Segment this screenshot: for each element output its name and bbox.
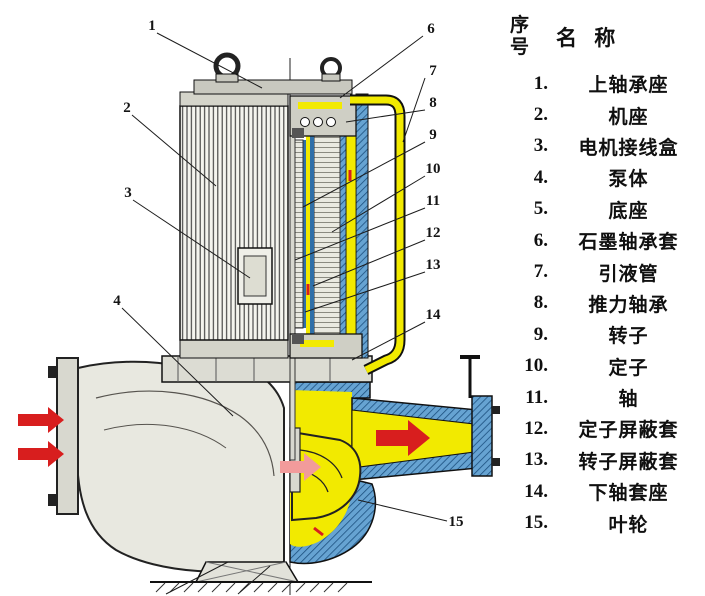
flow-direction-marks: [306, 170, 352, 537]
part-number: 3.: [533, 135, 548, 157]
legend-row: 6. 石墨轴承套: [504, 225, 702, 256]
part-number: 8.: [533, 292, 548, 314]
callout-number-3: 3: [124, 185, 132, 201]
part-number: 12.: [524, 417, 548, 439]
part-name: 定子: [608, 357, 649, 379]
callout-leader-lines: [121, 32, 448, 595]
pump-cross-section-diagram: 1 2 3 4 6 7 8 9 10 11 12 13 14 15: [18, 18, 500, 595]
legend-row: 11. 轴: [504, 382, 702, 413]
inlet-arrow-top: [18, 407, 64, 433]
inlet-flow-arrows: [18, 407, 64, 467]
part-name: 石墨轴承套: [578, 232, 679, 254]
legend-name-column-header: 名 称: [556, 26, 622, 50]
callout-number-14: 14: [426, 307, 442, 323]
discharge-nozzle: [351, 355, 500, 481]
part-number: 1.: [533, 72, 548, 94]
legend-row: 2. 机座: [504, 99, 702, 130]
part-number: 6.: [533, 229, 548, 251]
motor-section-cutaway: [289, 93, 369, 461]
graphite-bearing-sleeve-upper: [292, 128, 304, 138]
inlet-arrow-bottom: [18, 441, 64, 467]
motor-jacket-wall: [355, 93, 369, 359]
part-number: 5.: [533, 198, 548, 220]
legend-rows: 1. 上轴承座 2. 机座 3. 电机接线盒 4. 泵体 5. 底座 6. 石墨…: [504, 68, 702, 539]
callout-number-1: 1: [148, 18, 156, 34]
callout-number-4: 4: [113, 293, 121, 309]
legend-number-column-header: 序号: [510, 15, 530, 58]
legend-row: 1. 上轴承座: [504, 68, 702, 99]
part-name: 轴: [618, 389, 639, 411]
part-number: 4.: [533, 166, 548, 188]
callout-number-13: 13: [426, 257, 441, 273]
callout-number-8: 8: [429, 95, 437, 111]
legend-row: 15. 叶轮: [504, 507, 702, 538]
part-number: 14.: [524, 480, 548, 502]
impeller-inflow-arrow: [280, 453, 321, 481]
parts-legend: 序号 名 称 1. 上轴承座 2. 机座 3. 电机接线盒 4. 泵体 5. 底…: [504, 12, 702, 539]
callout-number-11: 11: [426, 193, 440, 209]
callout-number-7: 7: [429, 63, 437, 79]
part-number: 7.: [533, 261, 548, 283]
thrust-bearing-assembly: [289, 95, 357, 138]
part-name: 转子: [608, 326, 649, 348]
part-name: 叶轮: [608, 514, 649, 536]
legend-row: 12. 定子屏蔽套: [504, 413, 702, 444]
discharge-flange: [471, 395, 493, 477]
outlet-flow-arrow: [376, 420, 430, 456]
legend-row: 4. 泵体: [504, 162, 702, 193]
part-name: 机座: [608, 106, 649, 128]
part-number: 13.: [524, 449, 548, 471]
graphite-bearing-sleeve-lower: [292, 334, 304, 344]
legend-row: 14. 下轴套座: [504, 476, 702, 507]
callout-number-6: 6: [427, 21, 435, 37]
can-gap-fluid: [306, 134, 310, 334]
legend-row: 5. 底座: [504, 194, 702, 225]
cooling-channel: [345, 103, 357, 353]
shaft: [289, 95, 296, 461]
stator-shield-sleeve: [310, 134, 314, 334]
motor-cooling-fins: [179, 105, 289, 341]
callout-number-10: 10: [426, 161, 441, 177]
callout-number-9: 9: [429, 127, 437, 143]
part-name: 引液管: [598, 263, 659, 285]
junction-box: [237, 247, 273, 305]
part-name: 泵体: [608, 169, 649, 191]
ground-hatch: [155, 582, 348, 593]
liquid-guide-pipe: [350, 96, 404, 374]
part-number: 11.: [525, 386, 548, 408]
part-number: 15.: [524, 512, 548, 534]
part-name: 推力轴承: [588, 294, 669, 316]
part-number: 10.: [524, 355, 548, 377]
legend-row: 13. 转子屏蔽套: [504, 445, 702, 476]
legend-row: 3. 电机接线盒: [504, 131, 702, 162]
motor-assembly: [161, 52, 373, 383]
part-number: 9.: [533, 323, 548, 345]
legend-row: 7. 引液管: [504, 256, 702, 287]
part-number: 2.: [533, 104, 548, 126]
motor-top-cap: [193, 79, 353, 95]
callout-number-2: 2: [123, 100, 131, 116]
part-name: 电机接线盒: [578, 137, 679, 159]
callout-number-15: 15: [449, 514, 464, 530]
callout-number-12: 12: [426, 225, 441, 241]
lower-bearing-seat: [289, 333, 363, 359]
callout-numbers: 1 2 3 4 6 7 8 9 10 11 12 13 14 15: [113, 18, 463, 530]
legend-header: 序号 名 称: [504, 12, 702, 62]
part-name: 下轴套座: [588, 483, 669, 505]
part-name: 上轴承座: [588, 75, 669, 97]
suction-flange: [48, 357, 79, 515]
pump-body-volute: [75, 360, 285, 573]
part-name: 底座: [608, 200, 649, 222]
rotor-shield-sleeve: [303, 140, 306, 328]
base-pedestal: [150, 561, 372, 593]
part-name: 定子屏蔽套: [578, 420, 679, 442]
legend-row: 8. 推力轴承: [504, 288, 702, 319]
stator: [313, 133, 341, 335]
part-name: 转子屏蔽套: [578, 451, 679, 473]
legend-row: 10. 定子: [504, 351, 702, 382]
legend-row: 9. 转子: [504, 319, 702, 350]
